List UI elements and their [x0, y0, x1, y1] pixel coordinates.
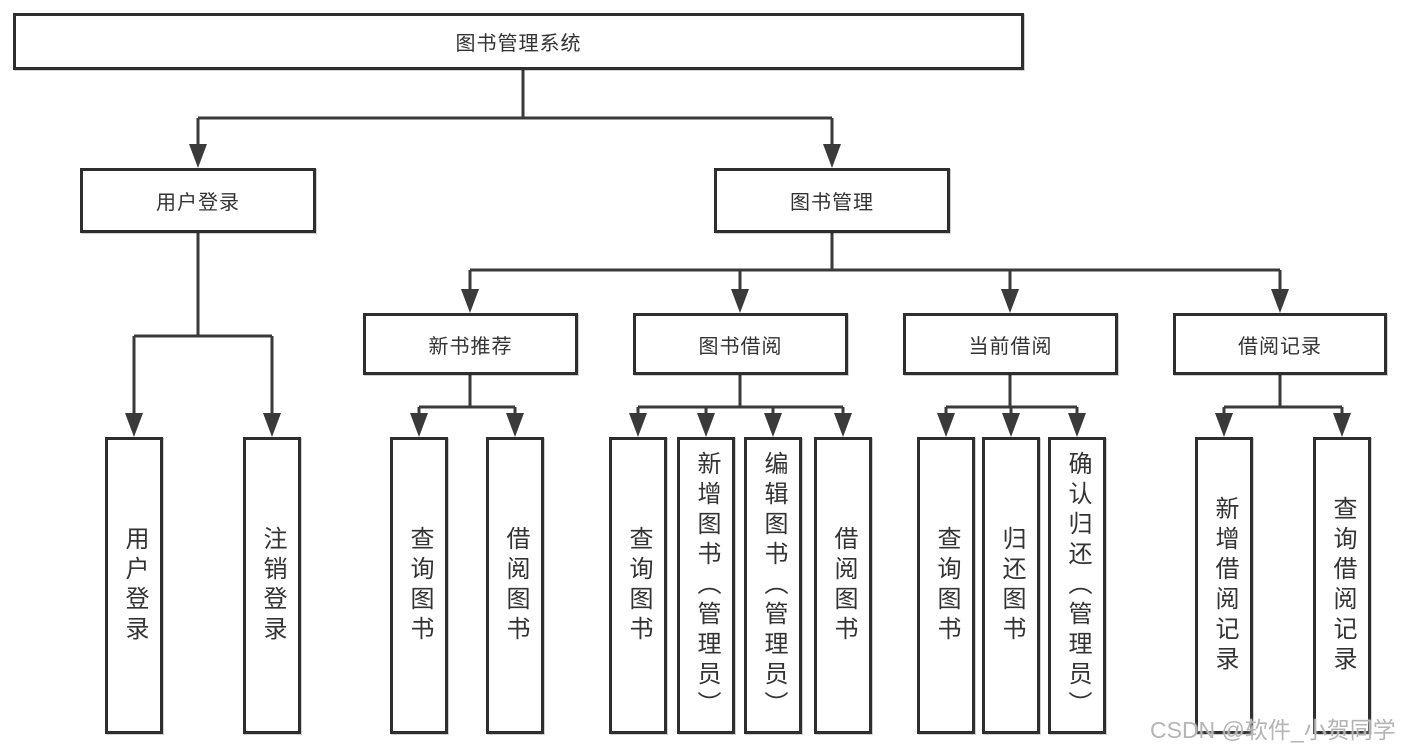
logout-leaf-label: 注销登录: [259, 525, 286, 646]
node-borrowing-records: 借阅记录: [1173, 313, 1387, 375]
current-borrowing-label: 当前借阅: [968, 335, 1053, 358]
node-br-add-record: 新增借阅记录: [1195, 437, 1253, 734]
br-query-record-label: 查询借阅记录: [1329, 495, 1356, 676]
watermark-text: CSDN @软件_小贺同学: [1150, 717, 1396, 743]
node-logout-leaf: 注销登录: [243, 437, 301, 734]
bb-edit-books-admin-label: 编辑图书（管理员）: [760, 450, 787, 721]
user-login-leaf-label: 用户登录: [121, 525, 148, 646]
node-current-borrowing: 当前借阅: [903, 313, 1118, 375]
node-bb-add-books-admin: 新增图书（管理员）: [677, 437, 735, 734]
node-book-management-branch: 图书管理: [714, 168, 950, 233]
node-bb-borrow-books: 借阅图书: [814, 437, 872, 734]
book-management-branch-label: 图书管理: [790, 192, 874, 214]
node-br-query-record: 查询借阅记录: [1313, 437, 1371, 734]
node-bb-query-books: 查询图书: [609, 437, 667, 734]
br-add-record-label: 新增借阅记录: [1211, 495, 1238, 676]
bb-borrow-books-label: 借阅图书: [830, 525, 857, 646]
node-nbr-borrow-books: 借阅图书: [486, 437, 544, 734]
node-nbr-query-books: 查询图书: [390, 437, 448, 734]
nbr-query-books-label: 查询图书: [406, 525, 433, 646]
arrowhead: [125, 144, 1351, 437]
bb-query-books-label: 查询图书: [625, 525, 652, 646]
node-root: 图书管理系统: [13, 13, 1024, 70]
cb-query-books-label: 查询图书: [933, 525, 960, 646]
node-cb-return-books: 归还图书: [982, 437, 1040, 734]
node-user-login-leaf: 用户登录: [105, 437, 163, 734]
node-book-borrowing: 图书借阅: [633, 313, 848, 375]
cb-confirm-return-admin-label: 确认归还（管理员）: [1064, 450, 1091, 721]
node-cb-confirm-return-admin: 确认归还（管理员）: [1048, 437, 1106, 734]
node-user-login-branch: 用户登录: [80, 168, 316, 233]
node-bb-edit-books-admin: 编辑图书（管理员）: [744, 437, 802, 734]
node-new-book-recommend: 新书推荐: [363, 313, 578, 375]
cb-return-books-label: 归还图书: [998, 525, 1025, 646]
bb-add-books-admin-label: 新增图书（管理员）: [693, 450, 720, 721]
root-label: 图书管理系统: [455, 33, 582, 55]
borrowing-records-label: 借阅记录: [1238, 335, 1322, 358]
node-cb-query-books: 查询图书: [917, 437, 975, 734]
book-borrowing-label: 图书借阅: [698, 335, 783, 358]
nbr-borrow-books-label: 借阅图书: [502, 525, 529, 646]
user-login-branch-label: 用户登录: [156, 192, 240, 214]
new-book-recommend-label: 新书推荐: [428, 335, 513, 358]
